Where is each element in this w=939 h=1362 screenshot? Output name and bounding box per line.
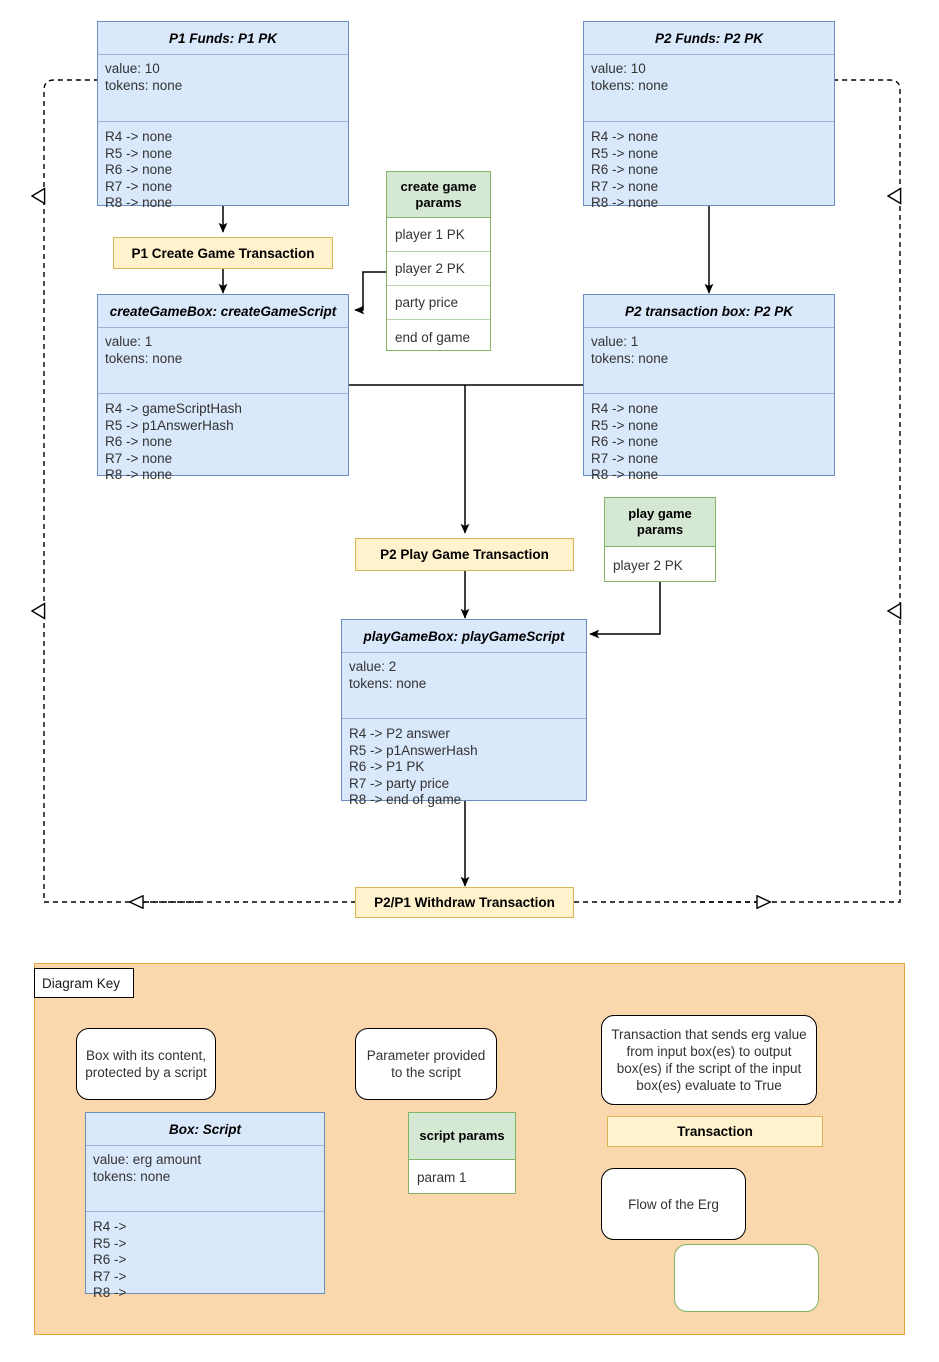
box-p2-transaction-title: P2 transaction box: P2 PK xyxy=(584,295,834,328)
box-p2-transaction-registers: R4 -> none R5 -> none R6 -> none R7 -> n… xyxy=(584,394,834,490)
tokens-line: tokens: none xyxy=(105,77,183,93)
register-row: R4 -> gameScriptHash xyxy=(105,401,242,416)
box-p2-transaction[interactable]: P2 transaction box: P2 PK value: 1 token… xyxy=(583,294,835,482)
params-play-game[interactable]: play game params player 2 PK xyxy=(604,497,716,582)
register-row: R7 -> none xyxy=(105,178,173,194)
register-row: R7 -> none xyxy=(591,178,659,194)
params-play-game-title: play game params xyxy=(605,498,715,547)
register-row: R7 -> party price xyxy=(349,775,450,791)
register-row: R8 -> none xyxy=(591,467,659,482)
register-row: R7 -> none xyxy=(105,450,173,466)
register-row: R8 -> xyxy=(93,1285,127,1300)
box-p1-funds[interactable]: P1 Funds: P1 PK value: 10 tokens: none R… xyxy=(97,21,349,210)
box-create-game-title: createGameBox: createGameScript xyxy=(98,295,348,328)
register-row: R6 -> xyxy=(93,1252,127,1267)
value-line: value: 10 xyxy=(105,61,160,76)
legend-sample-box-title: Box: Script xyxy=(86,1113,324,1146)
register-row: R5 -> xyxy=(93,1235,127,1251)
register-row: R6 -> none xyxy=(105,162,173,177)
register-row: R8 -> none xyxy=(105,195,173,210)
box-create-game-registers: R4 -> gameScriptHash R5 -> p1AnswerHash … xyxy=(98,394,348,490)
tokens-line: tokens: none xyxy=(591,77,669,93)
register-row: R4 -> xyxy=(93,1219,127,1234)
register-row: R5 -> none xyxy=(591,417,659,433)
value-line: value: 1 xyxy=(105,334,153,349)
register-row: R5 -> p1AnswerHash xyxy=(349,742,478,758)
params-create-game[interactable]: create game params player 1 PK player 2 … xyxy=(386,171,491,351)
param-item: party price xyxy=(387,286,490,320)
register-row: R4 -> P2 answer xyxy=(349,726,450,741)
box-create-game-value: value: 1 tokens: none xyxy=(98,328,348,394)
register-row: R4 -> none xyxy=(591,129,659,144)
params-create-game-title: create game params xyxy=(387,172,490,218)
tokens-line: tokens: none xyxy=(105,350,183,366)
arrow-creategameparams-to-creategamebox xyxy=(354,271,386,315)
legend-sample-box-registers: R4 -> R5 -> R6 -> R7 -> R8 -> xyxy=(86,1212,324,1308)
register-row: R6 -> none xyxy=(591,162,659,177)
register-row: R6 -> none xyxy=(105,434,173,449)
legend-box-description: Box with its content, protected by a scr… xyxy=(76,1028,216,1100)
value-line: value: erg amount xyxy=(93,1152,202,1167)
box-play-game-registers: R4 -> P2 answer R5 -> p1AnswerHash R6 ->… xyxy=(342,719,586,815)
legend-sample-transaction: Transaction xyxy=(607,1116,823,1147)
register-row: R6 -> P1 PK xyxy=(349,759,425,774)
transaction-withdraw[interactable]: P2/P1 Withdraw Transaction xyxy=(355,887,574,918)
arrow-playgameparams-to-playgamebox xyxy=(589,582,661,639)
value-line: value: 1 xyxy=(591,334,639,349)
legend-sample-box: Box: Script value: erg amount tokens: no… xyxy=(85,1112,325,1300)
legend-sample-params: script params param 1 xyxy=(408,1112,516,1194)
box-p2-funds-title: P2 Funds: P2 PK xyxy=(584,22,834,55)
legend-flow-description: Flow of the Erg xyxy=(601,1168,746,1240)
register-row: R6 -> none xyxy=(591,434,659,449)
tokens-line: tokens: none xyxy=(591,350,669,366)
connector-boxes-to-playgametx xyxy=(349,384,583,533)
register-row: R7 -> xyxy=(93,1268,127,1284)
box-play-game-title: playGameBox: playGameScript xyxy=(342,620,586,653)
box-p2-funds-registers: R4 -> none R5 -> none R6 -> none R7 -> n… xyxy=(584,122,834,218)
register-row: R8 -> none xyxy=(591,195,659,210)
param-item: player 2 PK xyxy=(613,557,683,573)
box-p2-funds[interactable]: P2 Funds: P2 PK value: 10 tokens: none R… xyxy=(583,21,835,210)
register-row: R8 -> end of game xyxy=(349,792,462,807)
legend-sample-params-title: script params xyxy=(409,1113,515,1160)
param-item: player 1 PK xyxy=(387,218,490,252)
transaction-p2-play-game[interactable]: P2 Play Game Transaction xyxy=(355,538,574,571)
param-item: player 2 PK xyxy=(387,252,490,286)
box-play-game[interactable]: playGameBox: playGameScript value: 2 tok… xyxy=(341,619,587,807)
register-row: R5 -> p1AnswerHash xyxy=(105,417,234,433)
box-p1-funds-value: value: 10 tokens: none xyxy=(98,55,348,122)
legend-transaction-description: Transaction that sends erg value from in… xyxy=(601,1015,817,1105)
value-line: value: 10 xyxy=(591,61,646,76)
box-create-game[interactable]: createGameBox: createGameScript value: 1… xyxy=(97,294,349,482)
box-play-game-value: value: 2 tokens: none xyxy=(342,653,586,719)
register-row: R5 -> none xyxy=(105,145,173,161)
param-item: param 1 xyxy=(417,1169,467,1185)
register-row: R4 -> none xyxy=(591,401,659,416)
tokens-line: tokens: none xyxy=(93,1168,171,1184)
transaction-p1-create-game[interactable]: P1 Create Game Transaction xyxy=(113,237,333,269)
register-row: R8 -> none xyxy=(105,467,173,482)
register-row: R7 -> none xyxy=(591,450,659,466)
box-p2-transaction-value: value: 1 tokens: none xyxy=(584,328,834,394)
legend-sample-box-value: value: erg amount tokens: none xyxy=(86,1146,324,1212)
box-p1-funds-registers: R4 -> none R5 -> none R6 -> none R7 -> n… xyxy=(98,122,348,218)
register-row: R4 -> none xyxy=(105,129,173,144)
diagram-key-tab: Diagram Key xyxy=(34,968,134,998)
legend-param-description: Parameter provided to the script xyxy=(355,1028,497,1100)
box-p2-funds-value: value: 10 tokens: none xyxy=(584,55,834,122)
tokens-line: tokens: none xyxy=(349,675,427,691)
param-item: end of game xyxy=(395,329,471,345)
legend-arrow-samples-box xyxy=(674,1244,819,1312)
register-row: R5 -> none xyxy=(591,145,659,161)
box-p1-funds-title: P1 Funds: P1 PK xyxy=(98,22,348,55)
value-line: value: 2 xyxy=(349,659,397,674)
